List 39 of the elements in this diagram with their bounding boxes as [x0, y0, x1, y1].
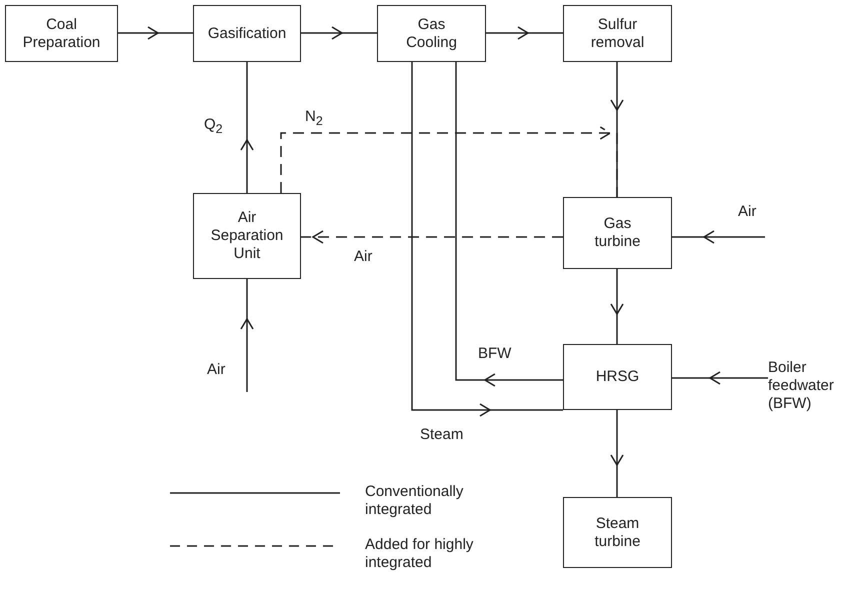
node-label: Coal Preparation — [22, 16, 102, 52]
flow-arrow — [411, 62, 563, 417]
edge-label: N$_{2}$ — [305, 108, 323, 130]
node-label: HRSG — [596, 368, 640, 386]
flow-arrow — [301, 26, 377, 40]
process-box — [5, 5, 118, 62]
flow-arrow — [280, 126, 618, 198]
legend-label: Conventionally integrated — [365, 483, 464, 519]
process-box — [193, 5, 301, 62]
edge-label: BFW — [478, 345, 512, 363]
node-label: Boiler feedwater (BFW) — [768, 359, 835, 413]
process-box — [563, 197, 672, 269]
process-box — [563, 344, 672, 410]
process-box — [563, 497, 672, 568]
flow-arrow — [610, 269, 624, 344]
flow-arrow — [672, 230, 765, 244]
node-label: Air Separation Unit — [210, 209, 284, 263]
edge-label: Q$_{2}$ — [204, 116, 223, 138]
node-label: Gas Cooling — [405, 16, 458, 52]
flow-arrow — [455, 61, 564, 387]
edge-label: Air — [354, 248, 372, 266]
node-label: Sulfur removal — [590, 16, 646, 52]
legend-label: Added for highly integrated — [365, 536, 474, 572]
edge-label: Air — [207, 361, 226, 379]
node-label: Steam turbine — [594, 514, 642, 550]
node-label: Gasification — [208, 24, 286, 42]
process-box — [563, 5, 672, 62]
flow-arrow — [118, 26, 193, 40]
flow-arrow — [610, 410, 624, 497]
process-box — [377, 5, 486, 62]
process-box — [193, 193, 301, 279]
edge-label: Steam — [420, 426, 464, 444]
edge-label: Air — [738, 203, 756, 221]
flow-arrow — [240, 62, 254, 193]
flow-arrow — [301, 230, 563, 244]
flow-arrow — [672, 371, 768, 385]
flow-arrow — [240, 279, 254, 392]
node-label: Gas turbine — [594, 215, 642, 251]
flow-arrow — [486, 26, 563, 40]
